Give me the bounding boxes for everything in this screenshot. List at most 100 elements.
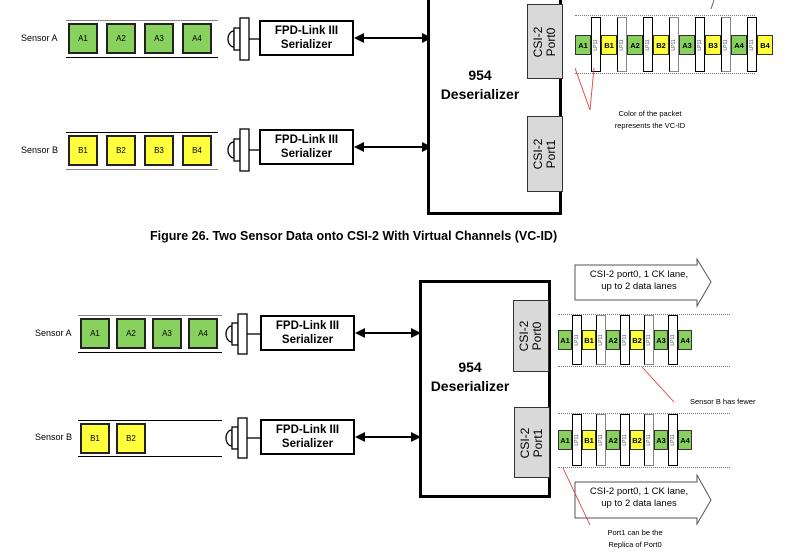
port1-line2: Port1: [544, 139, 558, 169]
lane-packet: B1: [601, 35, 617, 55]
lp11-label: LP11: [574, 434, 580, 446]
deserializer-label: 954 Deserializer: [430, 66, 530, 104]
deserializer-name: Deserializer: [440, 86, 520, 102]
sensor-a-packet: A3: [152, 318, 182, 349]
serializer-b-line2: Serializer: [281, 438, 334, 450]
lp11-separator: LP11: [644, 414, 654, 466]
deserializer-number: 954: [468, 67, 492, 83]
lp11-label: LP11: [622, 434, 628, 446]
lp11-label: LP11: [646, 334, 652, 346]
lane-boundary: [575, 15, 755, 16]
port0-line2: Port0: [530, 321, 544, 351]
sensor-b-packet: B1: [80, 423, 110, 454]
sensor-a-packet: A4: [188, 318, 218, 349]
sensor-a-packet: A4: [182, 23, 212, 54]
serializer-a-line1: FPD-Link III: [275, 320, 340, 332]
lp11-separator: LP11: [643, 17, 653, 72]
lane-packet: B1: [582, 330, 596, 350]
sensor-a-packet: A2: [106, 23, 136, 54]
sensor-a-packet: A2: [116, 318, 146, 349]
lp11-label: LP11: [598, 334, 604, 346]
sensor-a-label: Sensor A: [21, 33, 58, 43]
sensor-b-packet: B1: [68, 135, 98, 166]
lane-packet: A4: [678, 430, 692, 450]
lp11-separator: LP11: [669, 17, 679, 72]
sensor-b-fewer-note: Sensor B has fewer: [690, 397, 756, 406]
vc-id-note-line1: Color of the packet: [618, 109, 682, 118]
camera-lens-icon: [227, 17, 262, 61]
lp11-separator: LP11: [668, 315, 678, 365]
lp11-label: LP11: [593, 38, 599, 51]
sensor-a-top-line: [78, 315, 222, 316]
lane-boundary: [558, 366, 730, 367]
arrow-top-label: CSI-2 port0, 1 CK lane, up to 2 data lan…: [578, 269, 700, 293]
vc-id-note: Color of the packet represents the VC-ID: [600, 108, 700, 132]
serializer-b-line2: Serializer: [280, 148, 333, 160]
serializer-a-line2: Serializer: [280, 39, 333, 51]
camera-lens-icon: [225, 313, 260, 355]
lp11-label: LP11: [574, 334, 580, 346]
deserializer-number: 954: [458, 359, 482, 375]
lane-packet: A2: [606, 430, 620, 450]
lp11-separator: LP11: [596, 315, 606, 365]
lp11-label: LP11: [619, 38, 625, 51]
callout-line: [575, 67, 595, 111]
lp11-separator: LP11: [591, 17, 601, 72]
lane-packet: A1: [558, 430, 572, 450]
replica-note: Port1 can be the Replica of Port0: [590, 527, 680, 551]
bidirectional-arrow-icon: [355, 432, 421, 442]
lp11-separator: LP11: [617, 17, 627, 72]
lp11-label: LP11: [670, 434, 676, 446]
vc-id-note-line2: represents the VC-ID: [614, 121, 686, 130]
sensor-b-packet: B4: [182, 135, 212, 166]
lane-packet: A3: [679, 35, 695, 55]
sensor-b-bottom-line: [78, 456, 222, 457]
sensor-b-top-line: [78, 420, 222, 421]
lp11-separator: LP11: [721, 17, 731, 72]
sensor-b-packet: B2: [106, 135, 136, 166]
sensor-a-label: Sensor A: [35, 328, 72, 338]
lp11-separator: LP11: [668, 414, 678, 466]
sensor-a-packet: A1: [80, 318, 110, 349]
port0-line2: Port0: [544, 27, 558, 56]
csi2-port1-arrow: [574, 474, 712, 526]
sensor-b-top-line: [66, 132, 218, 133]
lp11-label: LP11: [670, 334, 676, 346]
callout-line: [562, 467, 591, 526]
serializer-b-line1: FPD-Link III: [274, 134, 339, 146]
lane-packet: B2: [630, 330, 644, 350]
sensor-a-packet: A3: [144, 23, 174, 54]
lp11-label: LP11: [646, 434, 652, 446]
lp11-label: LP11: [697, 38, 703, 51]
lane-packet: A1: [558, 330, 572, 350]
lp11-label: LP11: [598, 434, 604, 446]
lane-packet: A4: [678, 330, 692, 350]
lane-packet: B1: [582, 430, 596, 450]
sensor-b-packet: B3: [144, 135, 174, 166]
lane-packet: A2: [606, 330, 620, 350]
lane-packet: A1: [575, 35, 591, 55]
arrow-top-line1: CSI-2 port0, 1 CK lane,: [589, 269, 689, 280]
lp11-separator: LP11: [596, 414, 606, 466]
arrow-bottom-line2: up to 2 data lanes: [601, 498, 677, 509]
serializer-b: FPD-Link III Serializer: [259, 129, 354, 165]
replica-note-line1: Port1 can be the: [607, 528, 663, 537]
lane-boundary: [575, 73, 755, 74]
arrow-tip-fragment: [710, 0, 715, 10]
arrow-top-line2: up to 2 data lanes: [601, 281, 677, 292]
lane-packet: B3: [705, 35, 721, 55]
serializer-a-line2: Serializer: [281, 334, 334, 346]
camera-lens-icon: [225, 417, 260, 459]
lp11-separator: LP11: [695, 17, 705, 72]
lp11-separator: LP11: [620, 414, 630, 466]
lane-boundary: [558, 467, 730, 468]
sensor-a-bottom-line: [78, 352, 222, 353]
lane-packet: A4: [731, 35, 747, 55]
deserializer-label: 954 Deserializer: [424, 358, 516, 396]
sensor-b-bottom-line: [66, 169, 218, 170]
bidirectional-arrow-icon: [355, 328, 421, 338]
